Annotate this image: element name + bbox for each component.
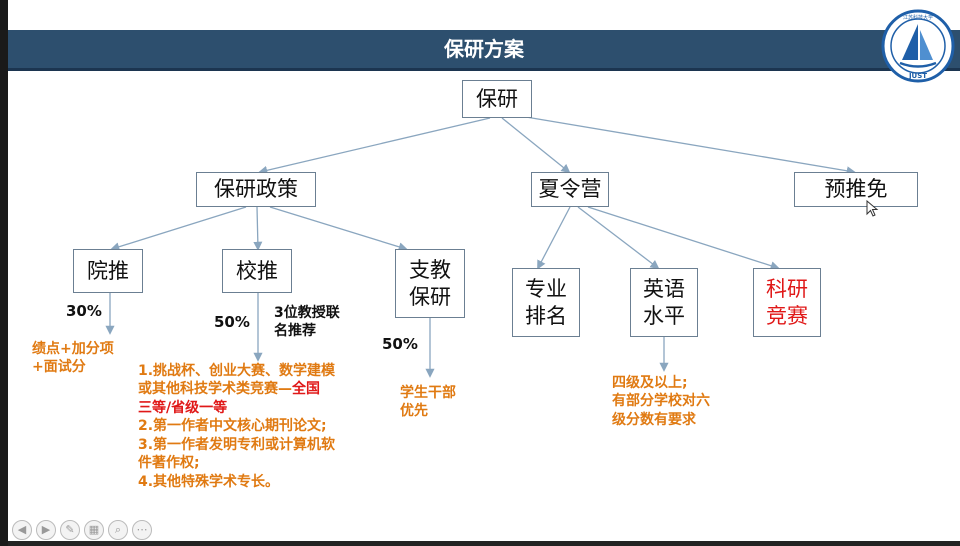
edge-policy-zhijiao: [269, 206, 408, 252]
node-zhijiao: 支教 保研: [395, 249, 465, 318]
slide-title: 保研方案: [444, 37, 524, 61]
note-english: 四级及以上; 有部分学校对六 级分数有要求: [612, 375, 710, 428]
note-yuan: 绩点+加分项 +面试分: [32, 341, 114, 376]
note-zhijiao: 学生干部 优先: [400, 385, 456, 420]
node-english: 英语 水平: [630, 268, 698, 337]
title-bar: [8, 30, 960, 71]
edge-policy-xiao: [253, 206, 263, 251]
toolbar-more-icon[interactable]: ⋯: [132, 520, 152, 540]
edge-root-prerec: [519, 115, 856, 176]
logo-top-text: 江苏科技大学: [903, 14, 933, 21]
edge-summer-rank: [537, 206, 571, 270]
note-xiao-part2: 2.第一作者中文核心期刊论文; 3.第一作者发明专利或计算机软 件著作权; 4.…: [138, 418, 336, 490]
logo-bottom-text: JUST: [908, 72, 927, 80]
connector-lines: [105, 115, 856, 378]
logo-emblem: JUST 江苏科技大学: [881, 9, 955, 83]
window-bottom-edge: [8, 541, 960, 546]
node-rank: 专业 排名: [512, 268, 580, 337]
toolbar-prev-icon[interactable]: ◀: [12, 520, 32, 540]
edge-root-policy: [258, 117, 491, 175]
prof-recommend: 3位教授联 名推荐: [274, 305, 340, 340]
pct-zhijiao: 50%: [382, 335, 418, 353]
cursor-pointer-icon: [866, 200, 879, 217]
toolbar-next-icon[interactable]: ▶: [36, 520, 56, 540]
edge-summer-research: [587, 206, 780, 271]
edge-summer-english: [577, 206, 660, 270]
node-prerec: 预推免: [794, 172, 918, 207]
toolbar-zoom-icon[interactable]: ⌕: [108, 520, 128, 540]
window-left-edge: [0, 0, 8, 546]
node-summer: 夏令营: [531, 172, 609, 207]
note-xiao-highlight: 全国 三等/省级一等: [138, 381, 320, 416]
pct-xiao: 50%: [214, 313, 250, 331]
toolbar-pen-icon[interactable]: ✎: [60, 520, 80, 540]
pct-yuan: 30%: [66, 302, 102, 320]
node-root: 保研: [462, 80, 532, 118]
slideshow-toolbar: ◀ ▶ ✎ ▦ ⌕ ⋯: [12, 520, 152, 542]
edge-root-summer: [501, 117, 571, 174]
note-xiao-part1: 1.挑战杯、创业大赛、数学建模 或其他科技学术类竞赛—: [138, 363, 336, 398]
toolbar-slides-icon[interactable]: ▦: [84, 520, 104, 540]
node-xiao-tui: 校推: [222, 249, 292, 293]
node-research: 科研 竞赛: [753, 268, 821, 337]
slide: 保研方案 JUST 江苏科技大学: [8, 0, 960, 546]
note-xiao: 1.挑战杯、创业大赛、数学建模 或其他科技学术类竞赛—全国 三等/省级一等 2.…: [138, 362, 398, 491]
edge-policy-yuan: [110, 206, 247, 252]
node-yuan-tui: 院推: [73, 249, 143, 293]
node-policy: 保研政策: [196, 172, 316, 207]
